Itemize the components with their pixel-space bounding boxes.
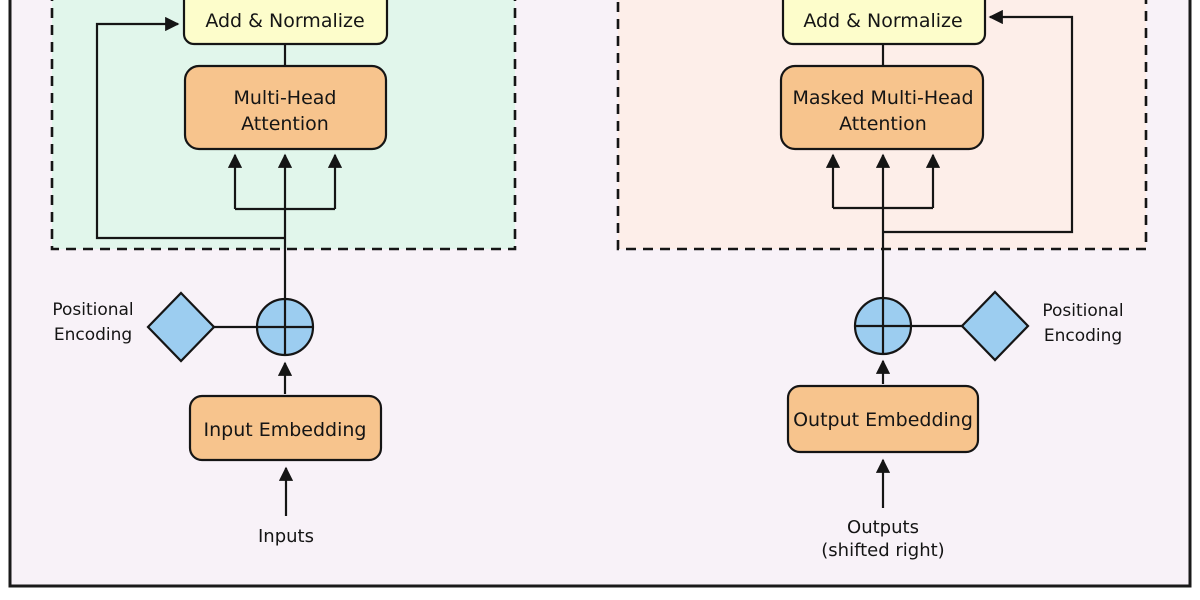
encoder-attention-box bbox=[183, 64, 388, 151]
output-embedding-label: Output Embedding bbox=[793, 409, 973, 431]
decoder-positional-encoding-diamond-icon bbox=[960, 290, 1030, 362]
output-embedding-box bbox=[786, 384, 980, 454]
encoder-attention-label-line2: Attention bbox=[241, 113, 329, 135]
encoder-residual-connection-arrow bbox=[95, 16, 285, 240]
decoder-residual-connection-arrow bbox=[883, 9, 1074, 234]
decoder-positional-label-line1: Positional bbox=[1042, 301, 1123, 321]
outputs-label-line1: Outputs bbox=[847, 517, 919, 538]
encoder-add-normalize-box bbox=[182, 0, 389, 46]
encoder-positional-label-line1: Positional bbox=[52, 300, 133, 320]
decoder-attention-box bbox=[779, 64, 985, 151]
decoder-add-normalize-label: Add & Normalize bbox=[803, 10, 962, 32]
decoder-attention-label-line2: Attention bbox=[839, 113, 927, 135]
inputs-label: Inputs bbox=[258, 526, 314, 547]
decoder-output-group: Output Embedding Outputs (shifted right) bbox=[786, 359, 980, 561]
encoder-positional-label-line2: Encoding bbox=[54, 325, 132, 345]
decoder-positional-encoding-group: Positional Encoding bbox=[853, 290, 1124, 362]
outputs-label-line2: (shifted right) bbox=[821, 540, 944, 561]
encoder-positional-encoding-diamond-icon bbox=[146, 291, 216, 363]
decoder-attention-label-line1: Masked Multi-Head bbox=[792, 87, 973, 109]
decoder-add-normalize-box bbox=[781, 0, 987, 46]
encoder-positional-encoding-group: Positional Encoding bbox=[52, 291, 315, 363]
encoder-attention-label-line1: Multi-Head bbox=[234, 87, 337, 109]
encoder-block: Add & Normalize Multi-Head Attention bbox=[50, 0, 517, 300]
input-embedding-label: Input Embedding bbox=[203, 419, 366, 441]
encoder-add-normalize-label: Add & Normalize bbox=[205, 10, 364, 32]
input-embedding-box bbox=[188, 394, 383, 462]
decoder-block: Add & Normalize Masked Multi-Head Attent… bbox=[616, 0, 1148, 300]
encoder-input-group: Input Embedding Inputs bbox=[188, 361, 383, 547]
decoder-positional-label-line2: Encoding bbox=[1044, 326, 1122, 346]
